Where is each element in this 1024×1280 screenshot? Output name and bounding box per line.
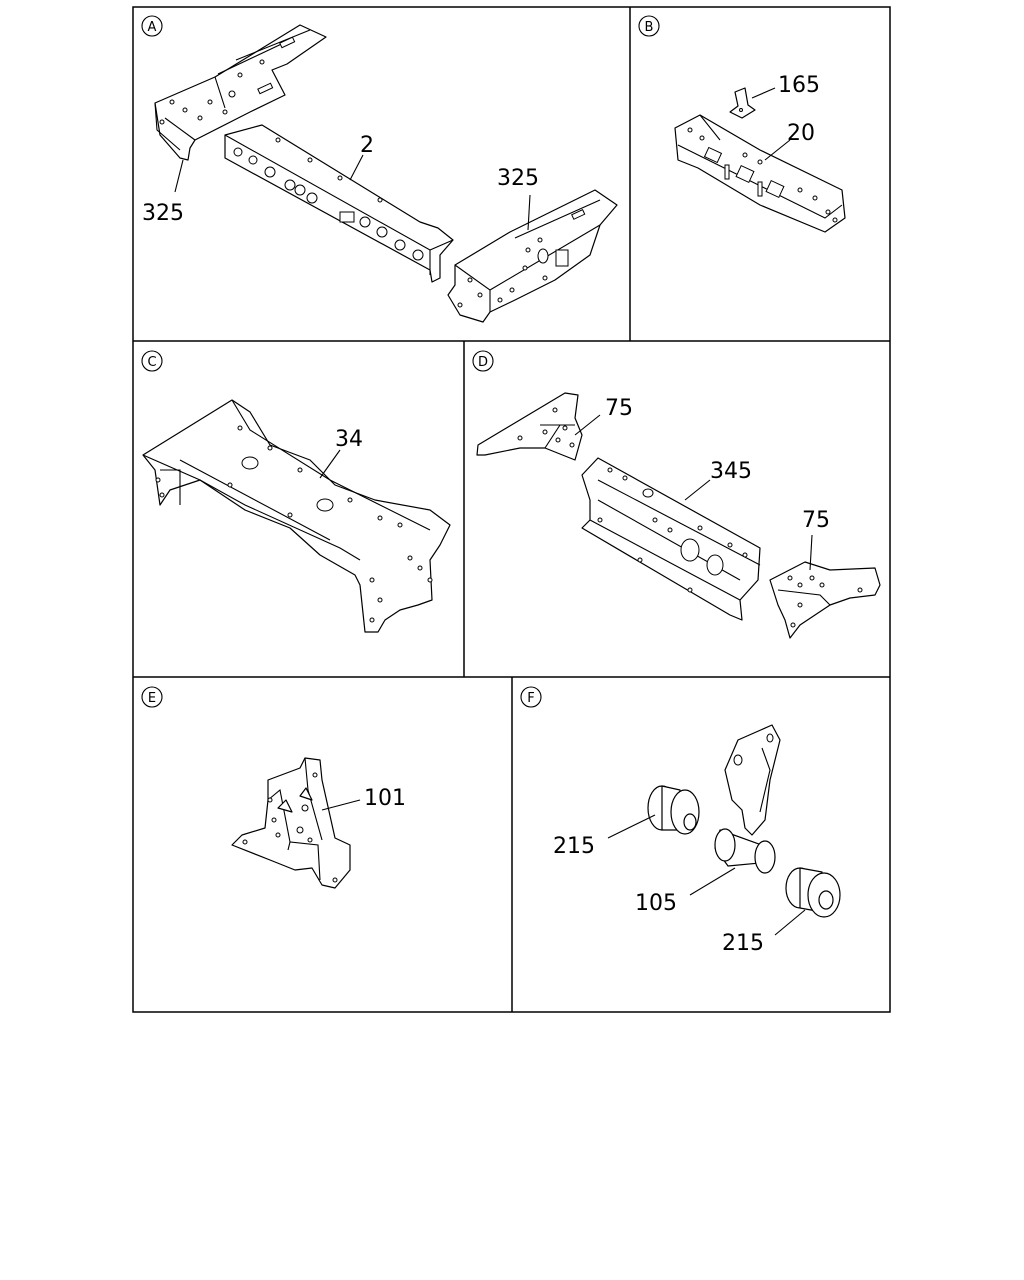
section-label-e: E: [141, 686, 163, 708]
callouts-section-d: 75 345 75: [574, 396, 830, 571]
callout-75-upper: 75: [605, 396, 633, 421]
panel-frames: [132, 6, 891, 1013]
part-bushing-215-lower: [785, 867, 841, 918]
part-bracket-75-upper: [476, 392, 583, 461]
callout-325-left: 325: [142, 201, 184, 226]
section-label-d: D: [472, 350, 494, 372]
part-bracket-325-left: [154, 24, 327, 161]
part-crossmember-2: [224, 124, 454, 283]
callout-345: 345: [710, 459, 752, 484]
part-bushing-215-upper: [647, 785, 700, 835]
callout-215-lower: 215: [722, 931, 764, 956]
part-crossmember-34: [142, 399, 451, 633]
svg-text:D: D: [478, 355, 488, 370]
callout-20: 20: [787, 121, 815, 146]
callouts-section-e: 101: [321, 786, 406, 811]
section-label-c: C: [141, 350, 163, 372]
callout-34: 34: [335, 427, 363, 452]
callouts-section-c: 34: [319, 427, 363, 479]
svg-text:A: A: [148, 20, 157, 35]
callout-75-lower: 75: [802, 508, 830, 533]
part-bracket-325-right: [447, 189, 618, 323]
section-label-b: B: [638, 15, 660, 37]
part-crossmember-345: [581, 457, 761, 621]
svg-text:B: B: [645, 20, 654, 35]
part-crossmember-20: [674, 114, 846, 233]
svg-text:E: E: [148, 691, 156, 706]
callout-165: 165: [778, 73, 820, 98]
svg-text:F: F: [527, 691, 534, 706]
callouts-section-a: 325 2 325: [142, 133, 539, 231]
part-bracket-75-lower: [769, 561, 881, 639]
callout-105: 105: [635, 891, 677, 916]
part-bracket-165: [729, 87, 756, 119]
callout-215-upper: 215: [553, 834, 595, 859]
svg-text:C: C: [147, 355, 156, 370]
part-bracket-101: [231, 757, 351, 889]
section-label-f: F: [520, 686, 542, 708]
callout-101: 101: [364, 786, 406, 811]
callouts-section-b: 165 20: [751, 73, 820, 161]
section-label-a: A: [141, 15, 163, 37]
callout-325-right: 325: [497, 166, 539, 191]
callouts-section-f: 215 105 215: [553, 814, 806, 956]
callout-2: 2: [360, 133, 374, 158]
part-mount-bracket-105: [714, 724, 781, 874]
